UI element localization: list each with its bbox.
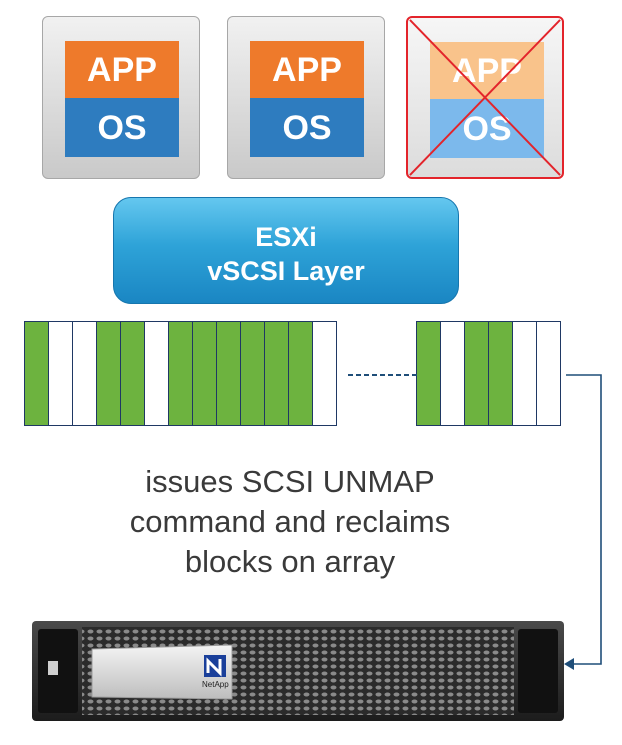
free-block xyxy=(536,321,561,426)
delete-cross-icon xyxy=(409,19,561,176)
unmap-caption: issues SCSI UNMAP command and reclaims b… xyxy=(0,462,580,582)
caption-line-2: command and reclaims xyxy=(129,504,451,539)
block-strip-left xyxy=(24,321,337,426)
vm-3-deleted: APP OS xyxy=(406,16,564,179)
block-strip-right xyxy=(416,321,561,426)
netapp-brand-text: NetApp xyxy=(202,680,229,689)
esxi-label: ESXi xyxy=(255,222,317,252)
app-label: APP xyxy=(430,42,544,99)
caption-line-3: blocks on array xyxy=(184,544,396,579)
app-label: APP xyxy=(250,41,364,98)
free-block xyxy=(72,321,97,426)
os-label: OS xyxy=(250,98,364,157)
used-block xyxy=(216,321,241,426)
vscsi-layer-label: vSCSI Layer xyxy=(207,256,365,286)
free-block xyxy=(312,321,337,426)
os-label: OS xyxy=(430,99,544,158)
app-label: APP xyxy=(65,41,179,98)
vm-2: APP OS xyxy=(227,16,385,179)
arrowhead-icon xyxy=(564,658,574,670)
esxi-vscsi-layer: ESXi vSCSI Layer xyxy=(113,197,459,304)
caption-line-1: issues SCSI UNMAP xyxy=(145,464,435,499)
unmap-arrow-line xyxy=(566,374,602,665)
vm-1: APP OS xyxy=(42,16,200,179)
used-block xyxy=(120,321,145,426)
status-led-icon xyxy=(48,661,58,675)
os-label: OS xyxy=(65,98,179,157)
used-block xyxy=(240,321,265,426)
netapp-storage-array: NetApp xyxy=(32,621,564,721)
used-block xyxy=(488,321,513,426)
